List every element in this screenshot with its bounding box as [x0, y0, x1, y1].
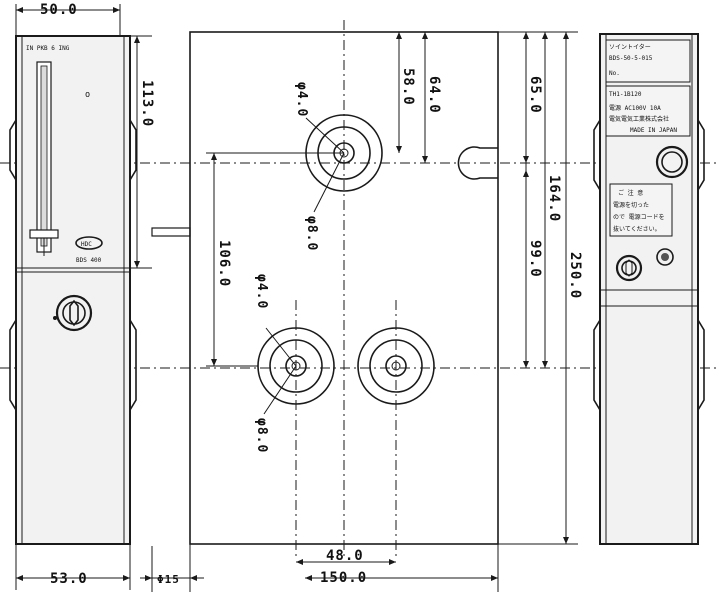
svg-text:BDS-50-5-015: BDS-50-5-015	[609, 55, 653, 62]
right-dimensions: 65.0 164.0 99.0 250.0	[498, 31, 583, 545]
dim-99: 99.0	[527, 240, 543, 278]
side-spec-label	[605, 85, 691, 137]
dim-164: 164.0	[546, 175, 562, 222]
dim-50: 50.0	[40, 2, 78, 18]
front-indicator-mark: o	[85, 90, 90, 100]
side-indicator-lamp	[655, 145, 689, 179]
front-model-text: BDS 400	[76, 257, 102, 264]
svg-text:電源 AC100V 10A: 電源 AC100V 10A	[609, 104, 661, 112]
lower-right-hole	[357, 327, 435, 405]
svg-text:ご 注 意: ご 注 意	[618, 189, 643, 197]
side-rating-label	[605, 39, 691, 83]
pipe-stub	[151, 227, 191, 237]
svg-text:No.: No.	[609, 70, 620, 77]
phi4-top: φ4.0	[294, 82, 309, 117]
dim-53: 53.0	[50, 571, 88, 587]
front-slider-knob	[29, 229, 59, 239]
dim-106: 106.0	[216, 240, 232, 287]
side-small-knob	[656, 248, 674, 266]
svg-text:MADE IN JAPAN: MADE IN JAPAN	[630, 127, 677, 134]
dim-58: 58.0	[400, 68, 416, 106]
dim-65: 65.0	[527, 76, 543, 114]
side-keylock	[615, 254, 643, 282]
dim-113: 113.0	[139, 80, 155, 127]
front-view: IN PKB 6 ING o HDC BDS 400	[9, 35, 137, 545]
side-view: ソイントイター BDS-50-5-015 No. TH1-1B120 電源 AC…	[593, 33, 705, 545]
dim-150: 150.0	[320, 570, 367, 586]
svg-text:ソイントイター: ソイントイター	[609, 43, 651, 51]
front-dimensions: 50.0 53.0 113.0 Φ15	[15, 2, 204, 592]
svg-text:電源を切った: 電源を切った	[613, 201, 649, 209]
phi8-top: φ8.0	[304, 216, 319, 251]
svg-text:TH1-1B120: TH1-1B120	[609, 91, 642, 98]
front-keylock	[55, 294, 93, 332]
side-warning-label	[609, 183, 673, 237]
svg-text:抜いてください。: 抜いてください。	[613, 225, 661, 233]
phi4-bottom: φ4.0	[254, 274, 269, 309]
svg-text:電気電気工業株式会社: 電気電気工業株式会社	[609, 115, 669, 123]
svg-text:ので 電源コードを: ので 電源コードを	[613, 213, 665, 221]
phi8-bottom: φ8.0	[254, 418, 269, 453]
dim-64: 64.0	[426, 76, 442, 114]
mounting-plate	[189, 20, 499, 556]
dim-250: 250.0	[567, 252, 583, 299]
front-maker-label: IN PKB 6 ING	[26, 45, 70, 52]
front-logo	[75, 236, 103, 250]
keyhole-slot	[457, 146, 498, 180]
plate-dimensions: 58.0 64.0 106.0 φ4.0 φ8.0 φ4.0 φ8.0 48.0…	[189, 32, 499, 592]
dim-phi15: Φ15	[157, 573, 180, 586]
svg-text:HDC: HDC	[81, 241, 92, 248]
dim-48: 48.0	[326, 548, 364, 564]
